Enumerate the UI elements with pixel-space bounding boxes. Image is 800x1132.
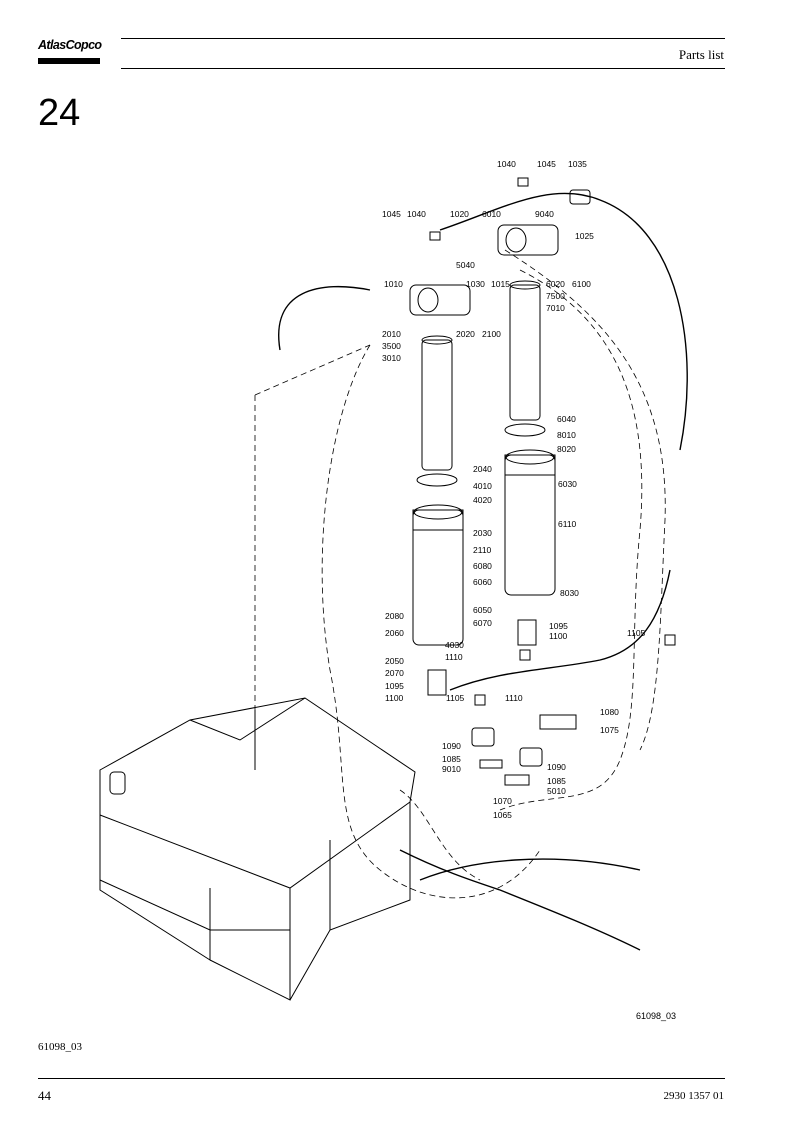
callout-label: 1095 [549,621,568,631]
callout-label: 1015 [491,279,510,289]
callout-label: 1090 [442,741,461,751]
logo-wordmark: AtlasCopco [38,38,102,52]
callout-label: 1100 [549,631,568,641]
callout-label: 2020 [456,329,475,339]
callout-label: 1085 [442,754,461,764]
callout-label: 1085 [547,776,566,786]
callout-label: 1105 [446,693,465,703]
callout-label: 8020 [557,444,576,454]
callout-label: 1105 [627,628,646,638]
header-rule-top [121,38,725,39]
document-number: 2930 1357 01 [663,1090,725,1102]
parts-drawing-svg: 1040 1045 1035 1045 1040 1020 6010 9040 … [99,159,688,1001]
page-number: 44 [38,1088,51,1103]
callout-label: 2040 [473,464,492,474]
callout-label: 1020 [450,209,469,219]
callout-label: 6110 [558,519,577,529]
hoses [278,192,688,951]
callout-label: 1035 [568,159,587,169]
header-rule-bottom [121,68,725,69]
callout-label: 1070 [493,796,512,806]
callout-label: 1040 [407,209,426,219]
callout-label: 1045 [382,209,401,219]
callout-label: 1030 [466,279,485,289]
callout-label: 6040 [557,414,576,424]
callout-label: 2070 [385,668,404,678]
callout-label: 8010 [557,430,576,440]
callout-label: 2100 [482,329,501,339]
left-filter-assembly [409,284,471,696]
dashed-pipe-routes [254,249,666,899]
callout-label: 9010 [442,764,461,774]
callout-label: 2010 [382,329,401,339]
callout-label: 2060 [385,628,404,638]
footer-rule [38,1078,725,1079]
callout-label: 9040 [535,209,554,219]
callout-label: 2110 [473,545,492,555]
fittings [429,177,676,706]
figure-reference: 61098_03 [636,1011,677,1021]
callout-label: 6070 [473,618,492,628]
callout-label: 1095 [385,681,404,691]
atlas-copco-logo: AtlasCopco [38,38,102,68]
right-filter-assembly [497,224,559,646]
callout-label: 6100 [572,279,591,289]
callout-label: 1100 [385,693,404,703]
callout-label: 1110 [445,652,463,662]
callout-label: 1010 [384,279,403,289]
drawing-reference: 61098_03 [38,1041,82,1053]
callout-label: 4030 [445,640,464,650]
dryer-cabinet [99,697,416,1001]
callout-label: 4020 [473,495,492,505]
callout-label: 3010 [382,353,401,363]
callout-label: 6030 [558,479,577,489]
callout-label: 3500 [382,341,401,351]
callout-label: 4010 [473,481,492,491]
drain-valves [471,714,577,786]
exploded-parts-drawing: 1040 1045 1035 1045 1040 1020 6010 9040 … [80,150,760,1030]
callout-label: 1080 [600,707,619,717]
page-title: Parts list [678,47,724,62]
callout-label: 1065 [493,810,512,820]
callout-label: 1045 [537,159,556,169]
callout-label: 1040 [497,159,516,169]
callout-label: 1090 [547,762,566,772]
callout-label: 8030 [560,588,579,598]
callout-label: 6020 [546,279,565,289]
callout-label: 2080 [385,611,404,621]
callout-label: 1025 [575,231,594,241]
callout-label: 6080 [473,561,492,571]
section-number: 24 [38,92,81,134]
callout-label: 1110 [505,693,523,703]
callout-label: 7010 [546,303,565,313]
part-callouts: 1040 1045 1035 1045 1040 1020 6010 9040 … [382,159,646,820]
callout-label: 7500 [546,291,565,301]
callout-label: 5040 [456,260,475,270]
callout-label: 2030 [473,528,492,538]
logo-bar [38,58,100,64]
callout-label: 6010 [482,209,501,219]
callout-label: 6050 [473,605,492,615]
callout-label: 1075 [600,725,619,735]
callout-label: 5010 [547,786,566,796]
callout-label: 6060 [473,577,492,587]
callout-label: 2050 [385,656,404,666]
